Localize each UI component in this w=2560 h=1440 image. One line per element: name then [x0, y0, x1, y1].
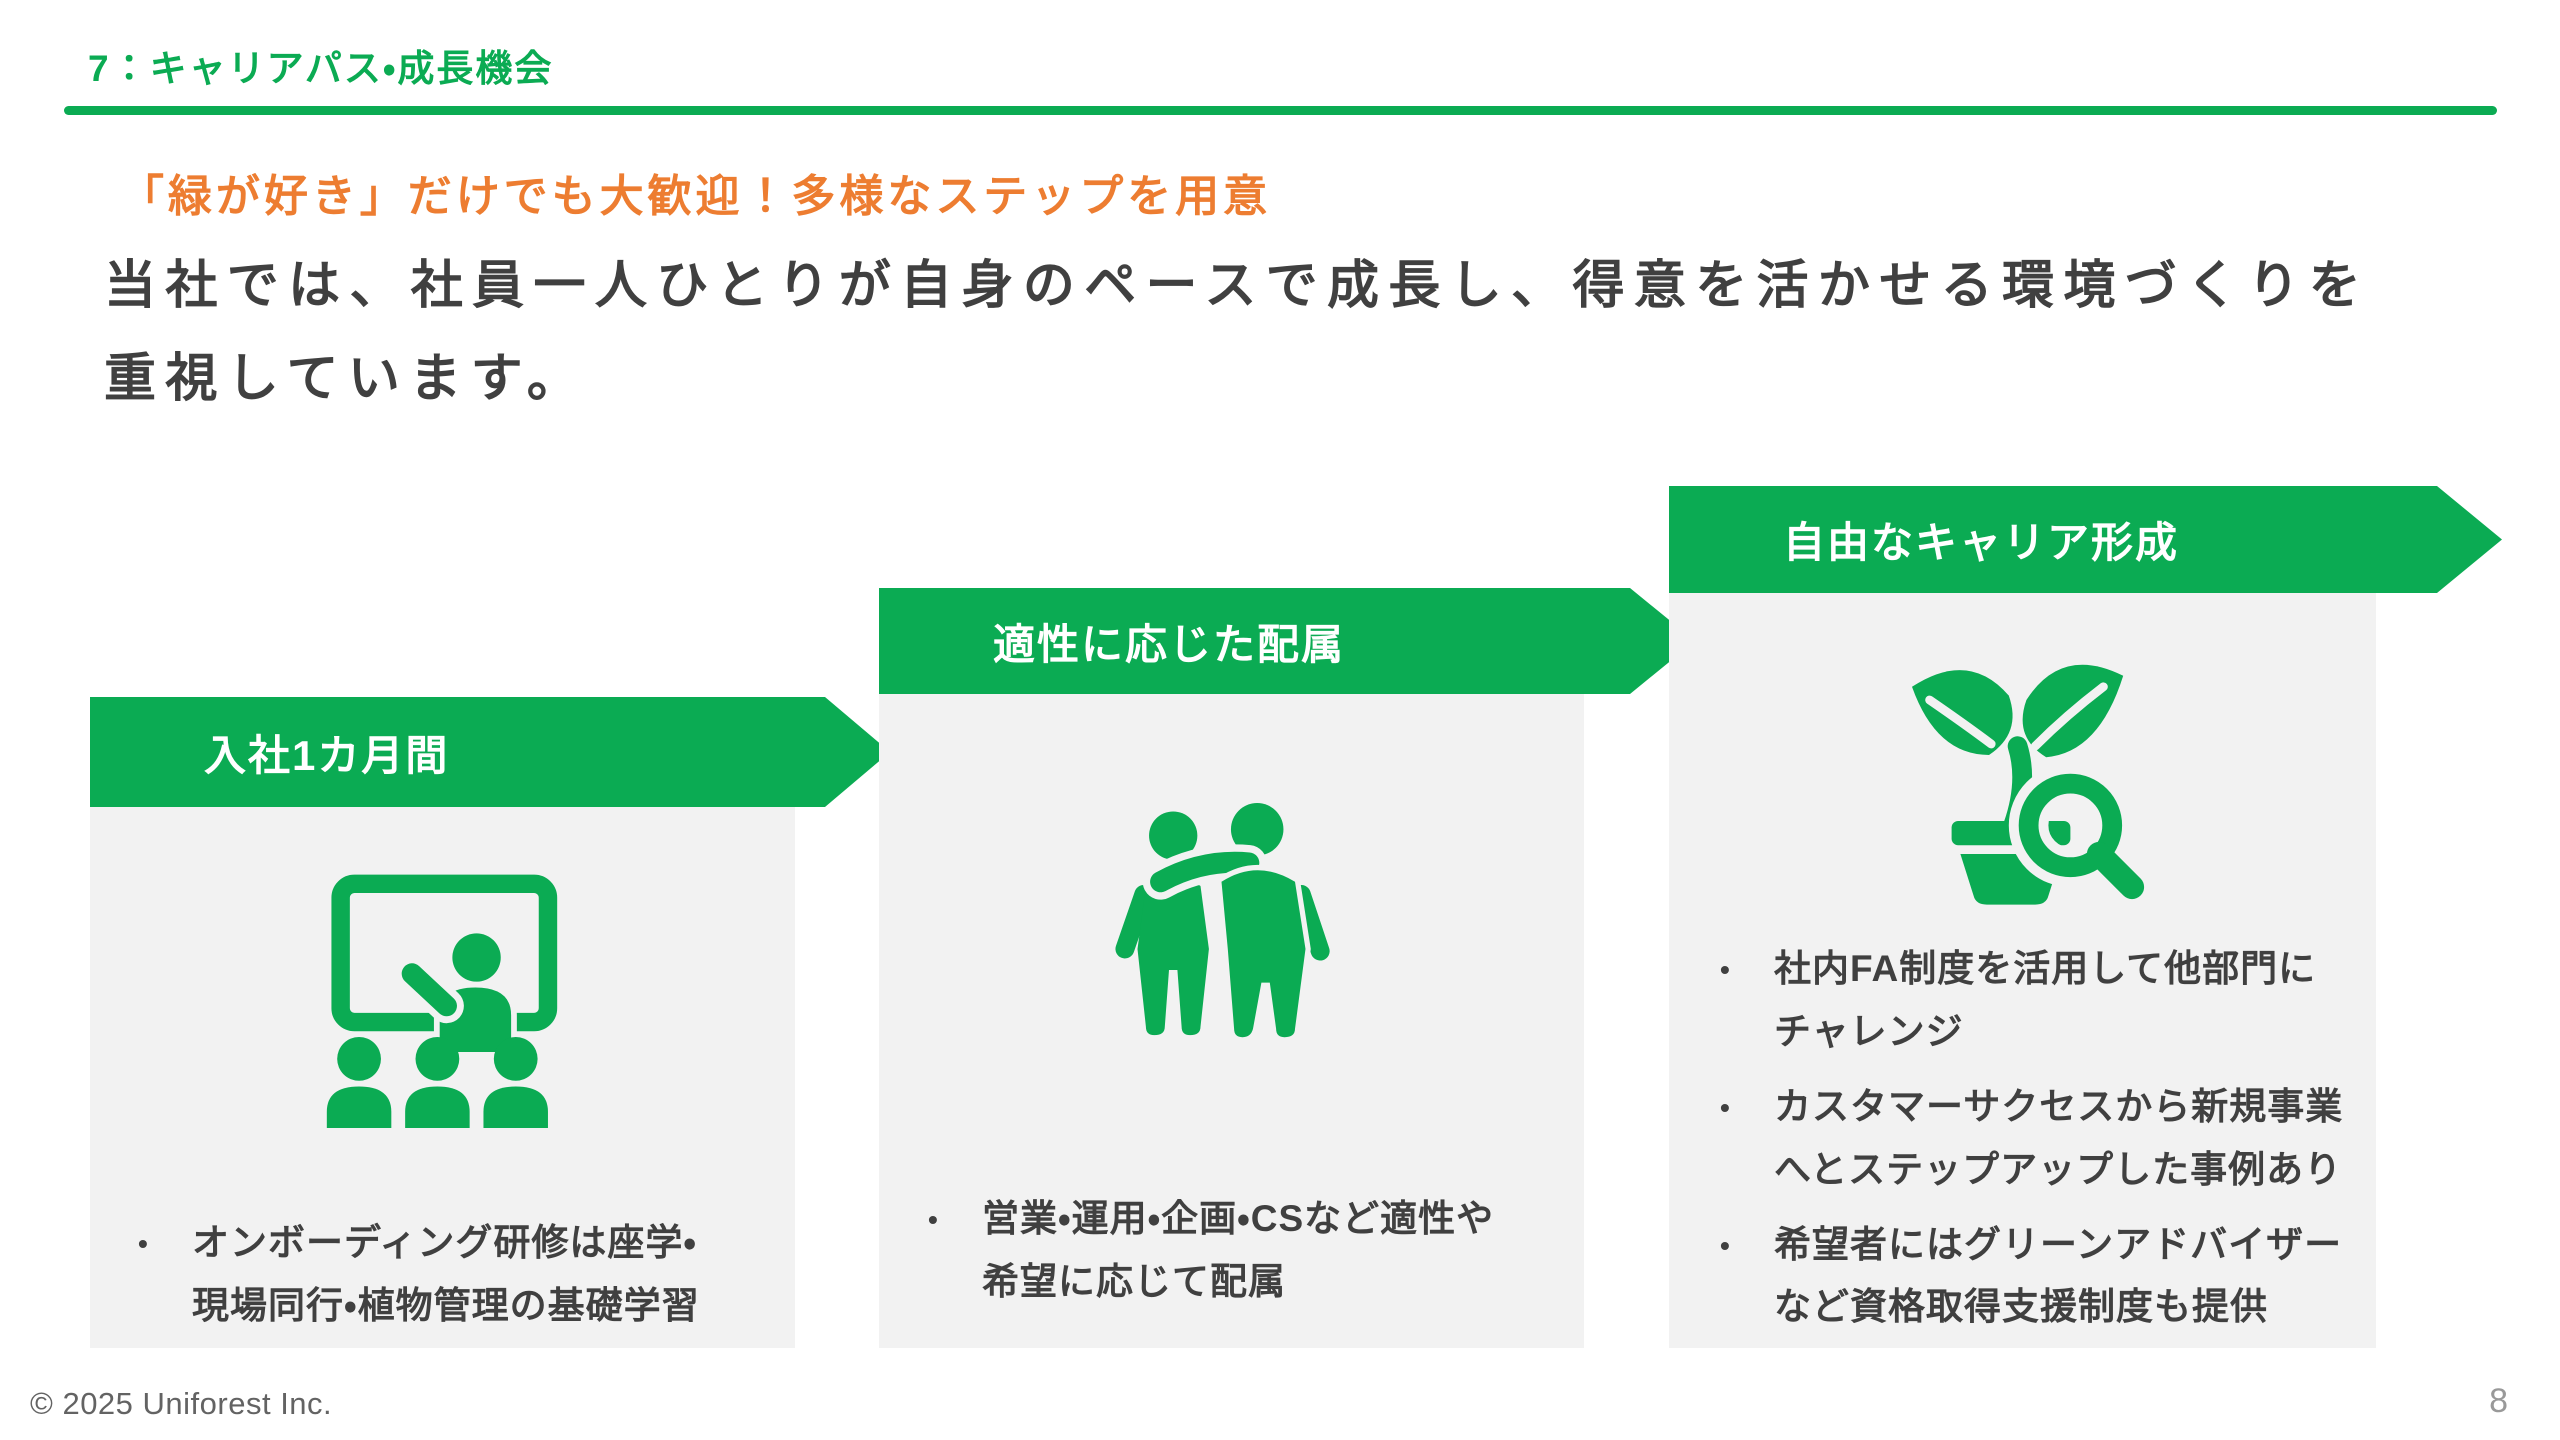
footer-copyright: © 2025 Uniforest Inc. [30, 1386, 333, 1421]
bullet-item: オンボーディング研修は座学・ 現場同行・植物管理の基礎学習 [130, 1212, 755, 1338]
step-2-arrow-banner: 適性に応じた配属 [879, 588, 1695, 694]
step-1-bullet-list: オンボーディング研修は座学・ 現場同行・植物管理の基礎学習 [130, 1212, 755, 1350]
slide-subtitle: 「緑が好き」だけでも大歓迎！多様なステップを用意 [120, 172, 1272, 221]
step-3-bullet-list: 社内FA制度を活用して他部門に チャレンジ カスタマーサクセスから新規事業 へと… [1712, 938, 2357, 1351]
training-presentation-icon [303, 870, 581, 1128]
step-3-label: 自由なキャリア形成 [1783, 519, 2180, 566]
step-2-label: 適性に応じた配属 [993, 620, 1346, 668]
title-underline [64, 106, 2497, 115]
slide-title: 7：キャリアパス・成長機会 [88, 48, 554, 89]
bullet-item: 希望者にはグリーンアドバイザー など資格取得支援制度も提供 [1712, 1214, 2357, 1340]
plant-search-icon [1890, 645, 2154, 909]
bullet-item: カスタマーサクセスから新規事業 へとステップアップした事例あり [1712, 1076, 2357, 1202]
step-1-arrow-banner: 入社1カ月間 [90, 697, 890, 807]
step-3-arrow-banner: 自由なキャリア形成 [1669, 486, 2502, 593]
buddy-people-icon [1106, 792, 1358, 1064]
intro-paragraph: 当社では、社員一人ひとりが自身のペースで成長し、得意を活かせる環境づくりを 重視… [104, 257, 2371, 408]
page-number: 8 [2489, 1382, 2508, 1420]
bullet-item: 営業・運用・企画・CSなど適性や 希望に応じて配属 [920, 1188, 1555, 1314]
bullet-item: 社内FA制度を活用して他部門に チャレンジ [1712, 938, 2357, 1064]
step-2-bullet-list: 営業・運用・企画・CSなど適性や 希望に応じて配属 [920, 1188, 1555, 1326]
step-1-label: 入社1カ月間 [204, 731, 450, 779]
